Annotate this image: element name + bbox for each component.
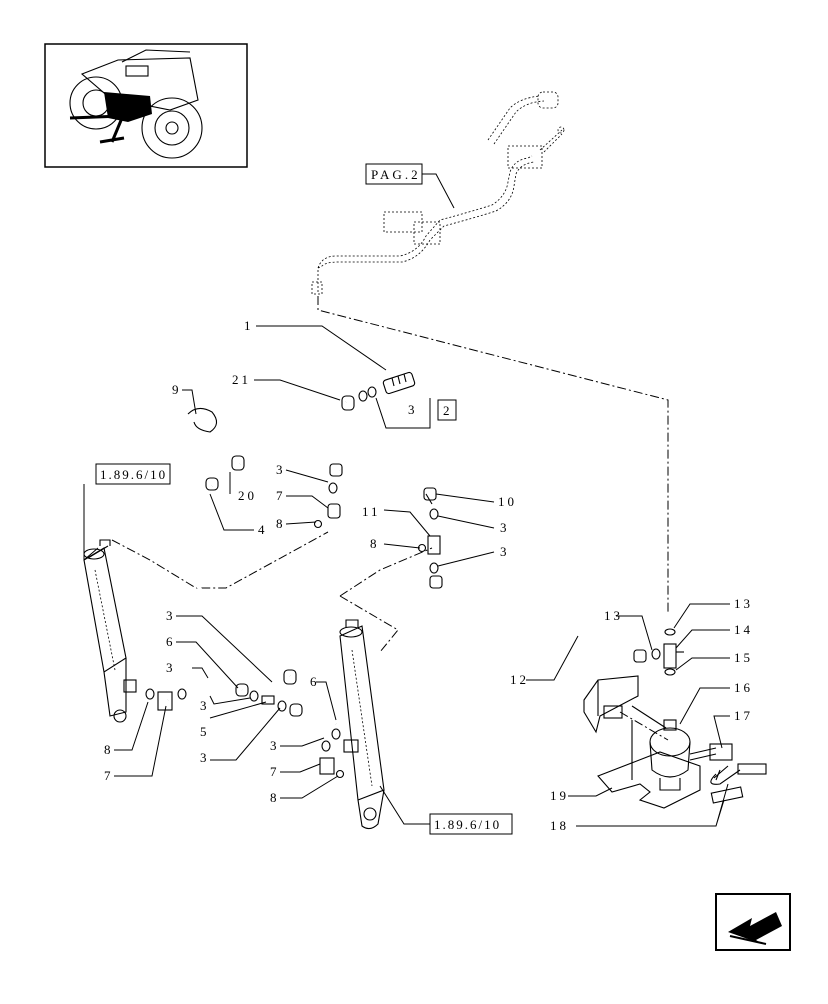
callout-10: 10 [498, 494, 517, 509]
tube-6-right [297, 710, 338, 726]
section-reference-box-right[interactable]: 1.89.6/10 [379, 785, 513, 835]
callout-3-f: 3 [200, 698, 207, 713]
callout-3-top: 3 [408, 402, 415, 417]
callout-13-right: 13 [734, 596, 753, 611]
callout-8-c: 8 [104, 742, 111, 757]
section-reference-right-label: 1.89.6/10 [434, 817, 501, 832]
accumulator-assembly [583, 675, 767, 809]
callout-3-g: 3 [200, 750, 207, 765]
connection-lines [111, 296, 669, 741]
callout-1: 1 [244, 318, 251, 333]
callout-18: 18 [550, 818, 569, 833]
section-reference-box-left[interactable]: 1.89.6/10 [83, 463, 171, 562]
callout-8-a: 8 [276, 516, 283, 531]
page-reference-label: PAG.2 [371, 167, 421, 182]
hose-21 [239, 400, 347, 466]
callout-3-c: 3 [500, 544, 507, 559]
tube-6-left [167, 678, 243, 702]
fittings [145, 386, 684, 779]
hose-clip [187, 407, 218, 433]
callout-12: 12 [510, 672, 529, 687]
hose-12 [439, 586, 637, 662]
callout-13-left: 13 [604, 608, 623, 623]
callout-9: 9 [172, 382, 179, 397]
callout-14: 14 [734, 622, 753, 637]
callout-4: 4 [258, 522, 265, 537]
left-hydraulic-cylinder [83, 539, 137, 723]
callout-7-b: 7 [104, 768, 111, 783]
callout-20: 20 [238, 488, 257, 503]
leader-lines [114, 325, 730, 827]
page-reference-box[interactable]: PAG.2 [365, 163, 455, 209]
callout-19: 19 [550, 788, 569, 803]
next-page-arrow-icon[interactable] [715, 893, 791, 951]
reference-hydraulic-line [311, 91, 565, 295]
callout-6-left: 6 [166, 634, 173, 649]
callout-3-d: 3 [166, 608, 173, 623]
callout-8-b: 8 [370, 536, 377, 551]
callout-3-a: 3 [276, 462, 283, 477]
callout-21: 21 [232, 372, 251, 387]
quick-coupler [382, 371, 416, 395]
kit-reference-box[interactable]: 2 [437, 399, 457, 421]
callout-3-h: 3 [270, 738, 277, 753]
right-hydraulic-cylinder [339, 619, 385, 830]
callout-5: 5 [200, 724, 207, 739]
callout-15: 15 [734, 650, 753, 665]
callout-3-b: 3 [500, 520, 507, 535]
callout-7-a: 7 [276, 488, 283, 503]
callout-7-c: 7 [270, 764, 277, 779]
hose-4 [178, 484, 292, 678]
tractor-locator-icon [44, 43, 248, 168]
callout-8-d: 8 [270, 790, 277, 805]
callout-6-right: 6 [310, 674, 317, 689]
callout-3-e: 3 [166, 660, 173, 675]
callout-17: 17 [734, 708, 753, 723]
section-reference-left-label: 1.89.6/10 [100, 467, 167, 482]
callout-11: 11 [362, 504, 381, 519]
kit-reference-label: 2 [443, 403, 450, 418]
tube-10 [339, 468, 433, 505]
callout-16: 16 [734, 680, 753, 695]
callout-numbers: 1 21 9 3 3 7 8 20 4 10 11 3 8 3 13 13 14… [104, 318, 753, 833]
